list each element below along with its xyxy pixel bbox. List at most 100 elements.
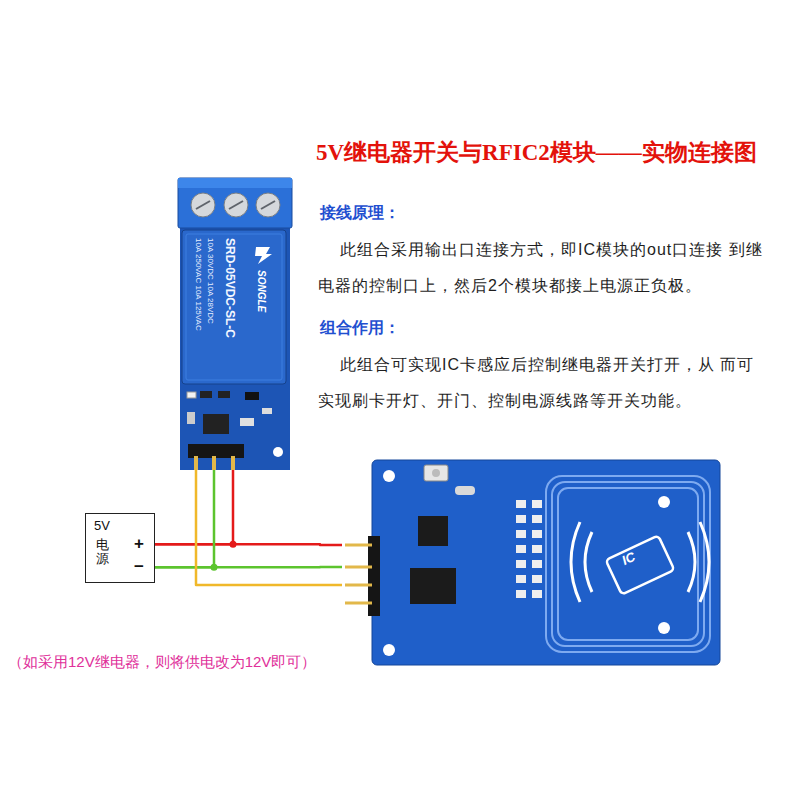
header-pin [345,544,372,547]
relay-body [182,230,286,384]
screw-slot [261,201,275,209]
header-pin [345,602,372,605]
brand-text: SONGLE [255,270,267,312]
wire-line [155,470,233,544]
mount-hole [383,470,395,482]
pin-header [188,444,244,458]
radio-wave [700,522,709,602]
polarity-sign: − [134,557,144,577]
section-heading: 组合作用： [320,318,400,339]
wire [155,567,342,568]
terminal-top [178,178,292,188]
text-slot: 此组合采用输出口连接方式，即IC模块的out口连接 到继电器的控制口上，然后2个… [318,232,766,304]
smd-part [516,515,526,523]
model-text: SRD-05VDC-SL-C [223,238,237,338]
text-slot: 10A 30VDC 10A 28VDC [205,238,215,324]
wire [155,470,214,567]
resistor [200,391,212,398]
header-pin [231,456,235,470]
radio-wave [585,532,592,592]
relay-module: SONGLE SRD-05VDC-SL-C 10A 250VAC 10A 125VA… [175,178,292,470]
jumper [240,418,254,426]
card-text: IC [619,549,637,569]
text-slot: 接线原理： [320,203,400,224]
text-slot: − [134,557,144,577]
diagram-title: 5V继电器开关与RFIC2模块——实物连接图 [316,138,757,168]
polarity-sign: + [134,534,144,554]
push-button [424,465,448,481]
terminal-screw [224,193,248,217]
button-cap [432,469,440,477]
mount-hole [383,644,395,656]
smd-part [532,590,542,598]
screw-slot [196,201,210,209]
note-text: （如采用12V继电器，则将供电改为12V即可） [8,652,316,672]
reader-chip [418,516,448,546]
header-pin [194,456,198,470]
smd-part [532,560,542,568]
wire [196,470,342,585]
text-slot: 电源 [96,538,109,567]
mount-hole [658,622,670,634]
smd-part [516,530,526,538]
capacitor [187,412,195,424]
led [187,392,196,398]
smd-part [516,560,526,568]
text-slot: 5V继电器开关与RFIC2模块——实物连接图 [316,138,757,168]
mount-hole [658,496,670,508]
rfid-pcb [372,460,720,665]
smd-part [532,500,542,508]
antenna-loop [552,482,704,646]
wire-line [196,470,342,585]
terminal-block [178,178,292,228]
text-slot: 5V [94,518,110,534]
smd-part [532,545,542,553]
terminal-screw [256,193,280,217]
crystal [455,486,475,495]
radio-wave [571,522,580,602]
text-slot: SONGLE [255,270,267,312]
smd-part [532,515,542,523]
mount-hole [273,447,283,457]
paragraph-text: 此组合采用输出口连接方式，即IC模块的out口连接 到继电器的控制口上，然后2个… [318,232,766,304]
wire [155,544,342,546]
wire-line [155,543,342,546]
smd-part [516,500,526,508]
terminal-screw [191,193,215,217]
header-pin [345,566,372,569]
power-text: 电源 [96,538,109,567]
header-pin [345,584,372,587]
text-slot: + [134,534,144,554]
smd-part [532,530,542,538]
wire [155,470,233,544]
text-slot: SRD-05VDC-SL-C [223,238,237,338]
smd-part [516,590,526,598]
relay-pcb [180,222,290,470]
antenna-loop [546,476,710,652]
optocoupler-chip [203,414,229,434]
card-outline [606,536,675,595]
text-slot: IC [619,549,637,569]
screw-slot [229,201,243,209]
smd-part [532,575,542,583]
resistor [218,391,230,398]
text-slot: 此组合可实现IC卡感应后控制继电器开关打开，从 而可实现刷卡开灯、开门、控制电源… [318,347,766,419]
text-slot: 10A 250VAC 10A 125VAC [193,238,203,331]
rating-text: 10A 250VAC 10A 125VAC [193,238,203,331]
antenna-loop [558,488,698,640]
rfid-module: IC [342,458,722,668]
paragraph-text: 此组合可实现IC卡感应后控制继电器开关打开，从 而可实现刷卡开灯、开门、控制电源… [318,347,766,419]
voltage-text: 5V [94,518,110,534]
card-icon [606,536,675,595]
relay-body-edge [186,234,282,380]
header-pin [212,456,216,470]
relay-logo [255,247,272,264]
rating-text: 10A 30VDC 10A 28VDC [205,238,215,324]
regulator-chip [410,568,456,604]
transistor [245,392,259,400]
smd-part [516,575,526,583]
power-box: 5V 电源 + − [85,513,155,583]
radio-wave [688,532,695,592]
diode [262,408,272,414]
